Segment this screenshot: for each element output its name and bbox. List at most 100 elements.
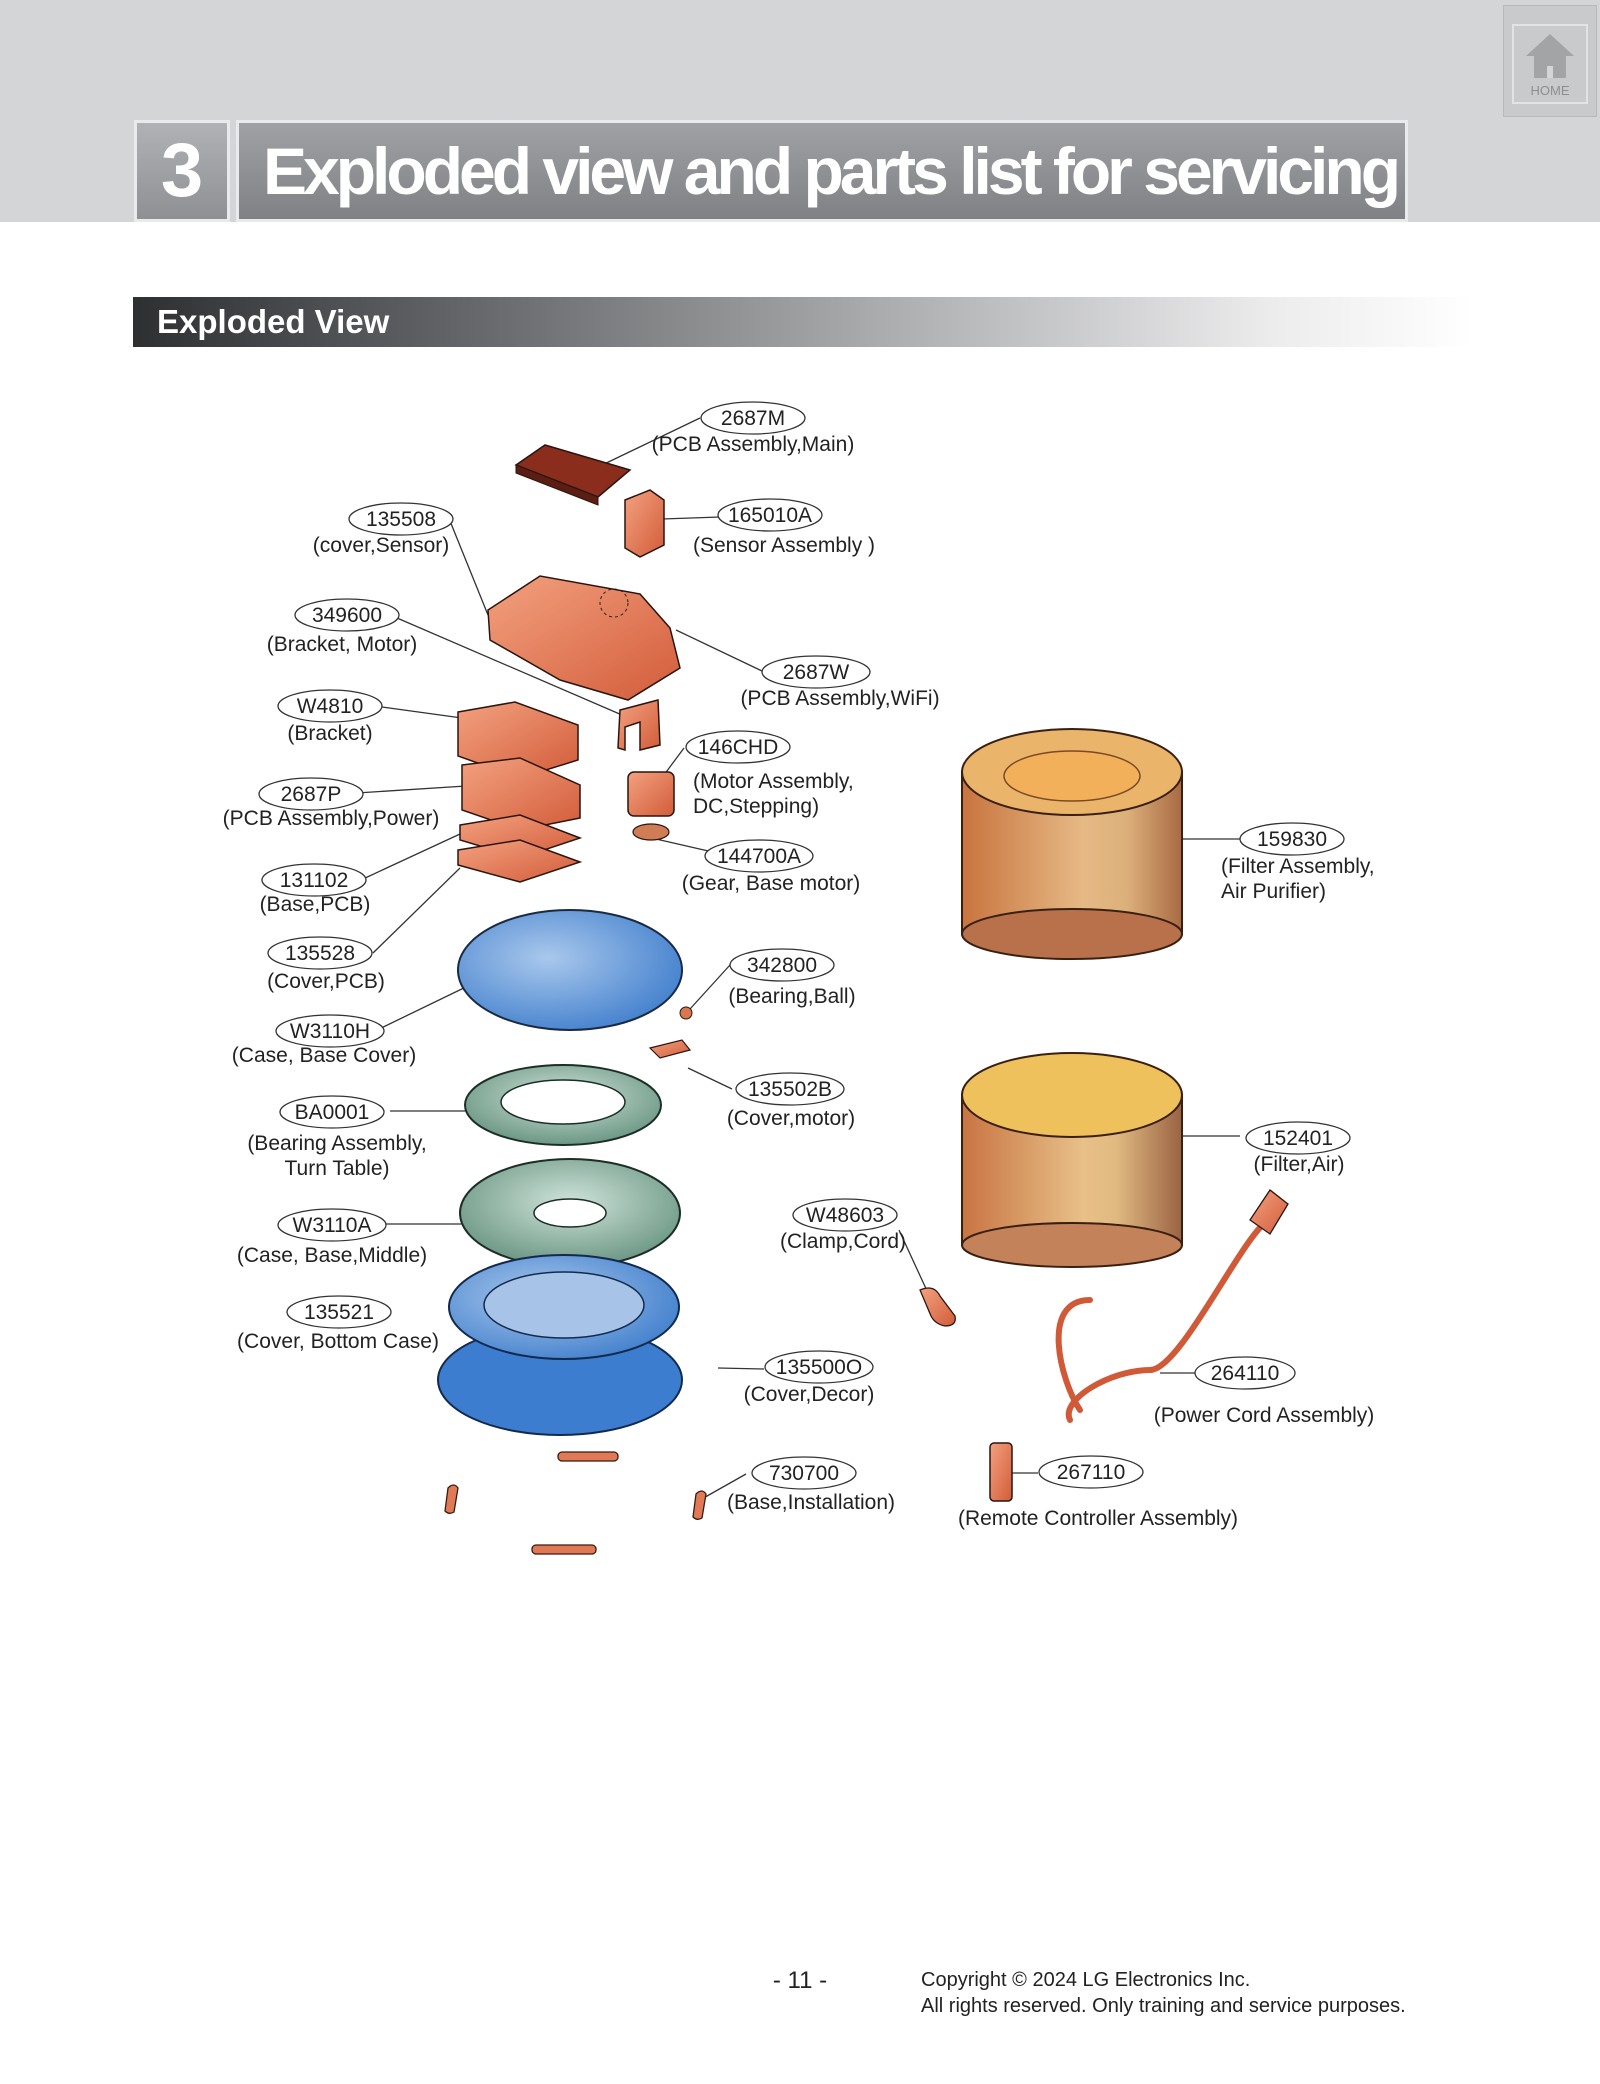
part-code: 342800 [747, 954, 817, 977]
part-code: 135521 [304, 1301, 374, 1324]
part-description: (Filter Assembly, [1221, 855, 1375, 878]
part-description: (Sensor Assembly ) [693, 534, 875, 557]
power-stack-part [457, 701, 583, 883]
part-code: W3110H [290, 1020, 370, 1043]
part-code: 159830 [1257, 828, 1327, 851]
part-code: 264110 [1211, 1362, 1280, 1385]
callout-oval [286, 1295, 392, 1329]
exploded-view-diagram: 2687M(PCB Assembly,Main)165010A(Sensor A… [223, 401, 1375, 1555]
copyright-line-1: Copyright © 2024 LG Electronics Inc. [921, 1969, 1251, 1991]
callout-oval [258, 777, 364, 811]
part-code: 349600 [312, 604, 382, 627]
part-description: (Base,PCB) [260, 893, 371, 916]
home-label: HOME [1530, 83, 1570, 98]
home-icon-frame: HOME [1512, 24, 1588, 104]
part-description: (Base,Installation) [727, 1491, 895, 1514]
section-title: Exploded view and parts list for servici… [236, 120, 1408, 222]
part-description: (Clamp,Cord) [780, 1230, 906, 1253]
part-code: 146CHD [698, 736, 779, 759]
callout-oval [1194, 1356, 1296, 1390]
callout-135508: 135508 (cover,Sensor) [313, 502, 454, 557]
part-code: W4810 [297, 695, 364, 718]
power-plug [1249, 1189, 1289, 1235]
part-code: W3110A [293, 1214, 372, 1237]
bearing-ball-part [679, 1006, 693, 1020]
part-code: 152401 [1263, 1127, 1333, 1150]
callout-152401: 152401(Filter,Air) [1245, 1121, 1351, 1176]
callout-135500o: 135500O(Cover,Decor) [744, 1350, 874, 1406]
part-code: 131102 [280, 869, 349, 892]
callout-135528: 135528 (Cover,PCB) [267, 936, 385, 993]
callout-oval [277, 1208, 387, 1242]
part-code: 165010A [728, 504, 812, 527]
clamp-cord-part [919, 1287, 956, 1327]
callout-342800: 342800 (Bearing,Ball) [728, 948, 856, 1008]
stepping-motor-part [627, 771, 675, 841]
callout-oval [275, 1014, 385, 1048]
callout-oval [685, 730, 791, 764]
callout-oval [1239, 822, 1345, 856]
part-code: W48603 [806, 1204, 884, 1227]
part-description: (Cover, Bottom Case) [237, 1330, 439, 1353]
callout-oval [267, 936, 373, 970]
part-description: (Bearing Assembly, [247, 1132, 426, 1155]
subheader-title: Exploded View [157, 303, 390, 340]
part-description: Air Purifier) [1221, 880, 1326, 903]
part-code: BA0001 [295, 1101, 370, 1124]
part-code: 135528 [285, 942, 355, 965]
part-code: 135502B [748, 1078, 832, 1101]
callout-oval [792, 1198, 898, 1232]
callout-131102: 131102(Base,PCB) [260, 863, 371, 916]
part-code: 2687P [281, 783, 342, 806]
part-code: 730700 [769, 1462, 839, 1485]
callout-oval [1245, 1121, 1351, 1155]
callout-oval [729, 948, 835, 982]
part-code: 135508 [366, 508, 436, 531]
callout-oval [294, 598, 400, 632]
callout-159830: 159830 (Filter Assembly,Air Purifier) [1221, 822, 1375, 903]
callout-oval [761, 655, 871, 689]
part-code: 2687W [783, 661, 850, 684]
home-button[interactable]: HOME [1503, 5, 1597, 117]
filter-air-part [961, 1052, 1183, 1268]
callout-165010a: 165010A (Sensor Assembly ) [693, 498, 875, 557]
callout-144700a: 144700A (Gear, Base motor) [682, 839, 861, 895]
part-description: (Cover,PCB) [267, 970, 385, 993]
callout-oval [261, 863, 367, 897]
subheader-bar: Exploded View [133, 297, 1473, 347]
callout-oval [717, 498, 823, 532]
callout-oval [700, 401, 806, 435]
part-code: 135500O [776, 1356, 862, 1379]
case-base-middle-part [459, 1158, 681, 1268]
filter-assembly-part [961, 728, 1183, 960]
cover-motor-part [648, 1039, 692, 1059]
part-callouts: 2687M(PCB Assembly,Main)165010A(Sensor A… [223, 401, 1375, 1530]
callout-oval [751, 1456, 857, 1490]
part-description: (Bracket, Motor) [267, 633, 418, 656]
bracket-motor-part [617, 699, 661, 751]
part-description: (PCB Assembly,Main) [652, 433, 855, 456]
part-description: (Gear, Base motor) [682, 872, 861, 895]
cover-pcb-part [457, 909, 683, 1031]
callout-w4810: W4810(Bracket) [277, 689, 383, 745]
callout-135502b: 135502B (Cover,motor) [727, 1072, 855, 1130]
part-description: (Cover,motor) [727, 1107, 855, 1130]
page-number: - 11 - [772, 1967, 828, 1994]
part-code: 144700A [717, 845, 801, 868]
part-description: (cover,Sensor) [313, 534, 450, 557]
sensor-assembly-part [624, 489, 665, 558]
part-description: Turn Table) [284, 1157, 389, 1180]
callout-ba0001: BA0001 (Bearing Assembly,Turn Table) [247, 1095, 427, 1180]
callout-w3110h: W3110H(Case, Base Cover) [232, 1014, 416, 1067]
installation-base-part [444, 1451, 707, 1555]
part-description: (PCB Assembly,WiFi) [740, 687, 939, 710]
bearing-turntable-part [464, 1064, 662, 1146]
copyright-line-2: All rights reserved. Only training and s… [921, 1995, 1406, 2017]
remote-controller-part [989, 1442, 1013, 1502]
callout-135521: 135521 (Cover, Bottom Case) [237, 1295, 439, 1353]
part-description: (Power Cord Assembly) [1154, 1404, 1375, 1427]
callout-730700: 730700 (Base,Installation) [727, 1456, 895, 1514]
part-description: (Bearing,Ball) [728, 985, 855, 1008]
callout-oval [704, 839, 814, 873]
callout-w48603: W48603 (Clamp,Cord) [780, 1198, 906, 1253]
